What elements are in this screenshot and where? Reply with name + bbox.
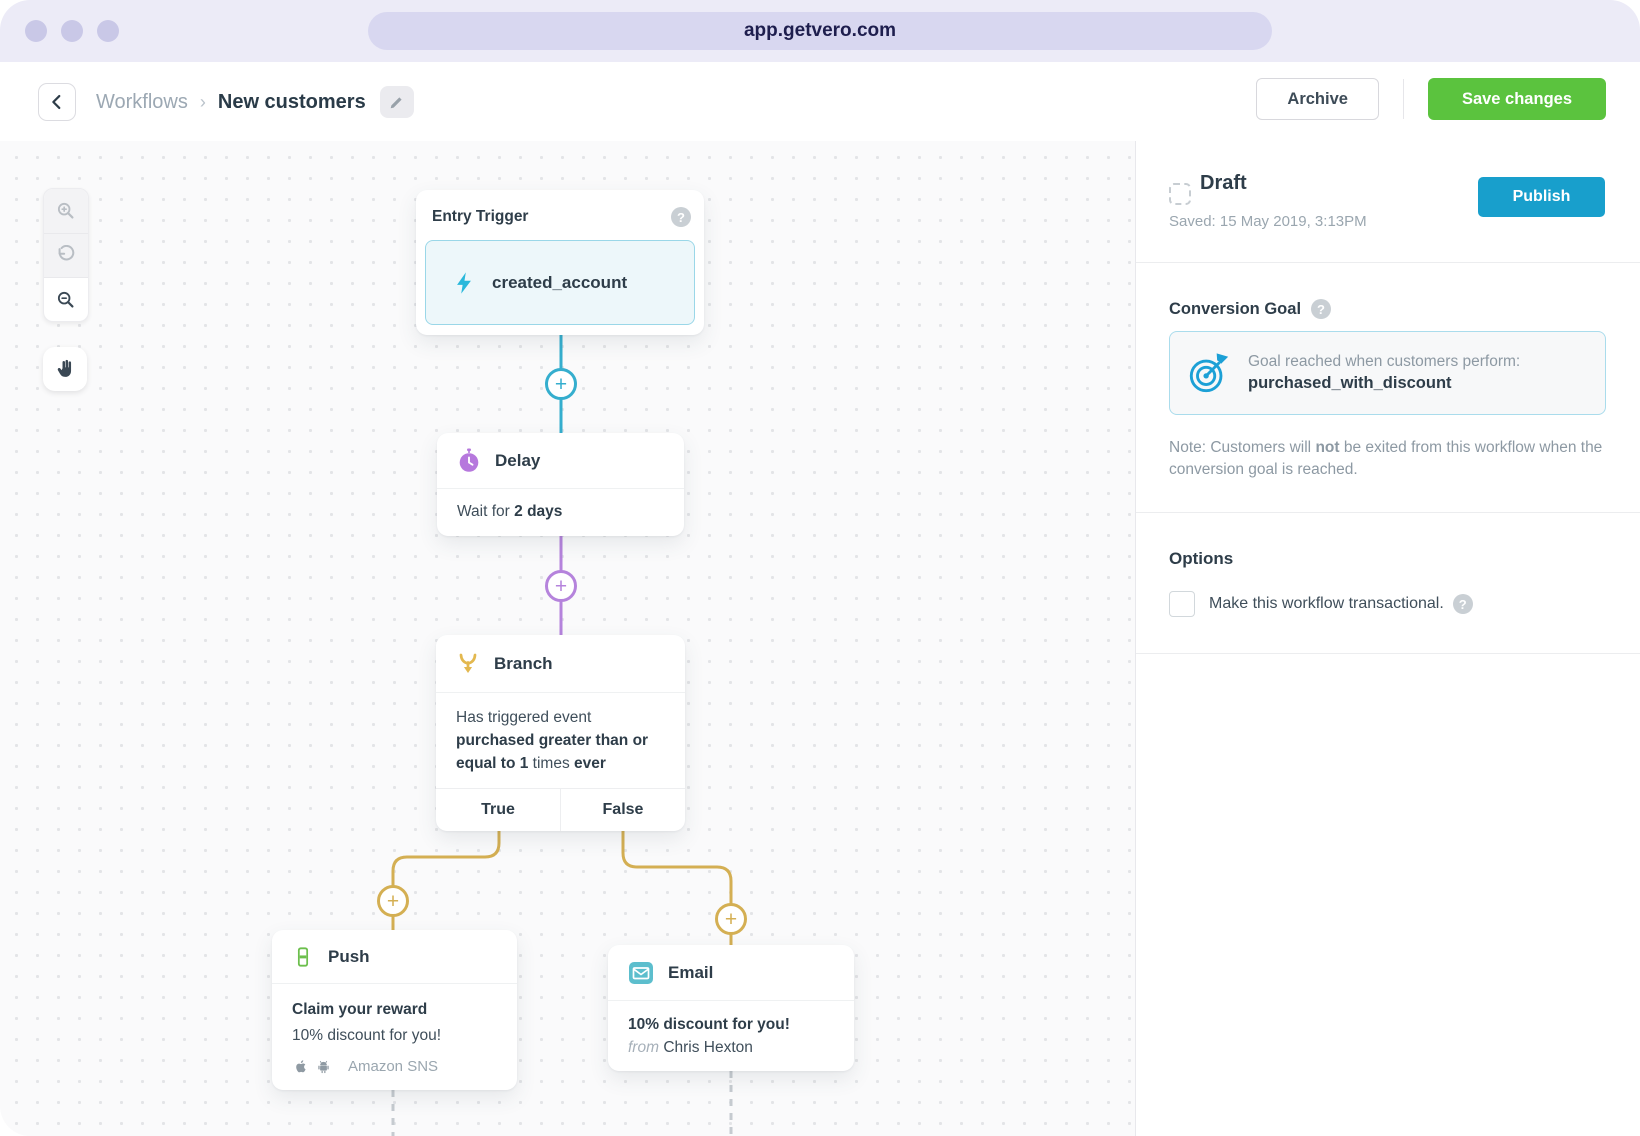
push-message: Claim your reward 10% discount for you! [292,1001,442,1044]
breadcrumb-separator: › [199,91,206,112]
branch-node[interactable]: Branch Has triggered event purchased gre… [436,635,685,831]
target-dart-icon [1186,350,1232,396]
chevron-left-icon [46,91,68,113]
conversion-goal-heading: Conversion Goal [1169,299,1302,318]
add-step-button-true[interactable]: + [377,885,409,917]
publish-button[interactable]: Publish [1478,177,1605,217]
transactional-label: Make this workflow transactional. [1209,595,1444,612]
plus-icon: + [554,372,568,396]
url-text: app.getvero.com [743,20,897,41]
workflow-canvas[interactable]: Entry Trigger ? created_account + Delay [0,141,1135,1136]
email-title: Email [668,962,714,982]
branch-icon [456,652,480,676]
push-title: Push [328,946,370,966]
plus-icon: + [554,574,568,598]
archive-button[interactable]: Archive [1256,78,1379,120]
edit-title-button[interactable] [379,86,414,118]
last-saved-timestamp: Saved: 15 May 2019, 3:13PM [1169,213,1367,230]
back-button[interactable] [38,83,76,121]
android-icon [315,1057,338,1076]
delay-title: Delay [495,450,541,470]
goal-event-name: purchased_with_discount [1248,374,1452,392]
push-node[interactable]: Push Claim your reward 10% discount for … [272,930,517,1090]
header-actions: Archive Save changes [1256,78,1606,120]
undo-icon [55,244,77,267]
divider [436,692,685,693]
pan-tool-button[interactable] [43,347,87,391]
envelope-icon [628,960,654,986]
apple-icon [292,1057,315,1076]
conversion-goal-note: Note: Customers will not be exited from … [1169,439,1603,478]
entry-trigger-title: Entry Trigger [432,208,529,225]
push-provider: Amazon SNS [348,1058,439,1075]
zoom-out-icon [55,289,77,311]
app-header: Workflows › New customers Archive Save c… [0,62,1640,142]
delay-node[interactable]: Delay Wait for 2 days [437,433,684,536]
entry-trigger-node[interactable]: Entry Trigger ? created_account [416,190,704,335]
draft-status-icon [1169,183,1191,205]
add-step-button-1[interactable]: + [545,368,577,400]
goal-description: Goal reached when customers perform: [1248,353,1521,370]
address-bar[interactable]: app.getvero.com [368,12,1272,50]
window-control-close[interactable] [25,20,47,42]
conversion-goal-help-icon[interactable]: ? [1311,299,1332,319]
header-divider [1402,79,1404,119]
conversion-goal-card[interactable]: Goal reached when customers perform: pur… [1169,331,1606,415]
workflow-status: Draft [1200,172,1247,194]
delay-description: Wait for 2 days [457,503,563,520]
push-provider-row: Amazon SNS [272,1049,517,1076]
entry-trigger-event[interactable]: created_account [425,240,695,325]
lightning-icon [452,270,476,296]
divider [608,1000,854,1001]
connector-false-email [621,831,733,945]
browser-bar: app.getvero.com [0,0,1640,62]
plus-icon: + [386,889,400,913]
entry-trigger-help-icon[interactable]: ? [671,207,691,227]
branch-title: Branch [494,653,553,673]
email-summary: 10% discount for you! from Chris Hexton [608,1001,854,1059]
zoom-in-button[interactable] [44,189,88,233]
reset-zoom-button[interactable] [44,233,88,277]
email-sender: Chris Hexton [663,1039,753,1056]
phone-icon [292,945,314,969]
breadcrumb-workflows[interactable]: Workflows [96,90,188,113]
email-node[interactable]: Email 10% discount for you! from Chris H… [608,945,854,1071]
canvas-zoom-toolbar [43,188,89,322]
sidebar-divider [1136,653,1640,654]
add-step-button-false[interactable]: + [715,903,747,935]
breadcrumb: Workflows › New customers [96,86,414,118]
entry-event-name: created_account [492,272,628,292]
branch-true-label: True [436,789,561,831]
sidebar-divider [1136,512,1640,513]
divider [272,983,517,984]
email-subject: 10% discount for you! [628,1016,790,1033]
hand-icon [54,358,76,380]
add-step-button-2[interactable]: + [545,570,577,602]
divider [437,488,684,489]
settings-sidebar: Draft Saved: 15 May 2019, 3:13PM Publish… [1135,141,1640,1136]
transactional-help-icon[interactable]: ? [1452,594,1473,614]
branch-condition: Has triggered event purchased greater th… [456,709,649,772]
transactional-option-row: Make this workflow transactional. ? [1169,591,1473,617]
plus-icon: + [724,907,738,931]
stopwatch-icon [457,448,481,474]
window-control-maximize[interactable] [97,20,119,42]
transactional-checkbox[interactable] [1169,591,1195,617]
branch-outcomes: True False [436,788,685,831]
zoom-out-button[interactable] [44,277,88,321]
branch-false-label: False [602,801,644,818]
save-changes-button[interactable]: Save changes [1427,78,1606,120]
sidebar-divider [1136,262,1640,263]
options-heading: Options [1169,549,1234,568]
workspace: Entry Trigger ? created_account + Delay [0,141,1640,1136]
window-control-minimize[interactable] [61,20,83,42]
page-title: New customers [217,90,366,113]
connector-true-push [391,831,501,930]
email-from-label: from [628,1039,659,1056]
pencil-icon [388,94,405,111]
zoom-in-icon [55,200,77,222]
